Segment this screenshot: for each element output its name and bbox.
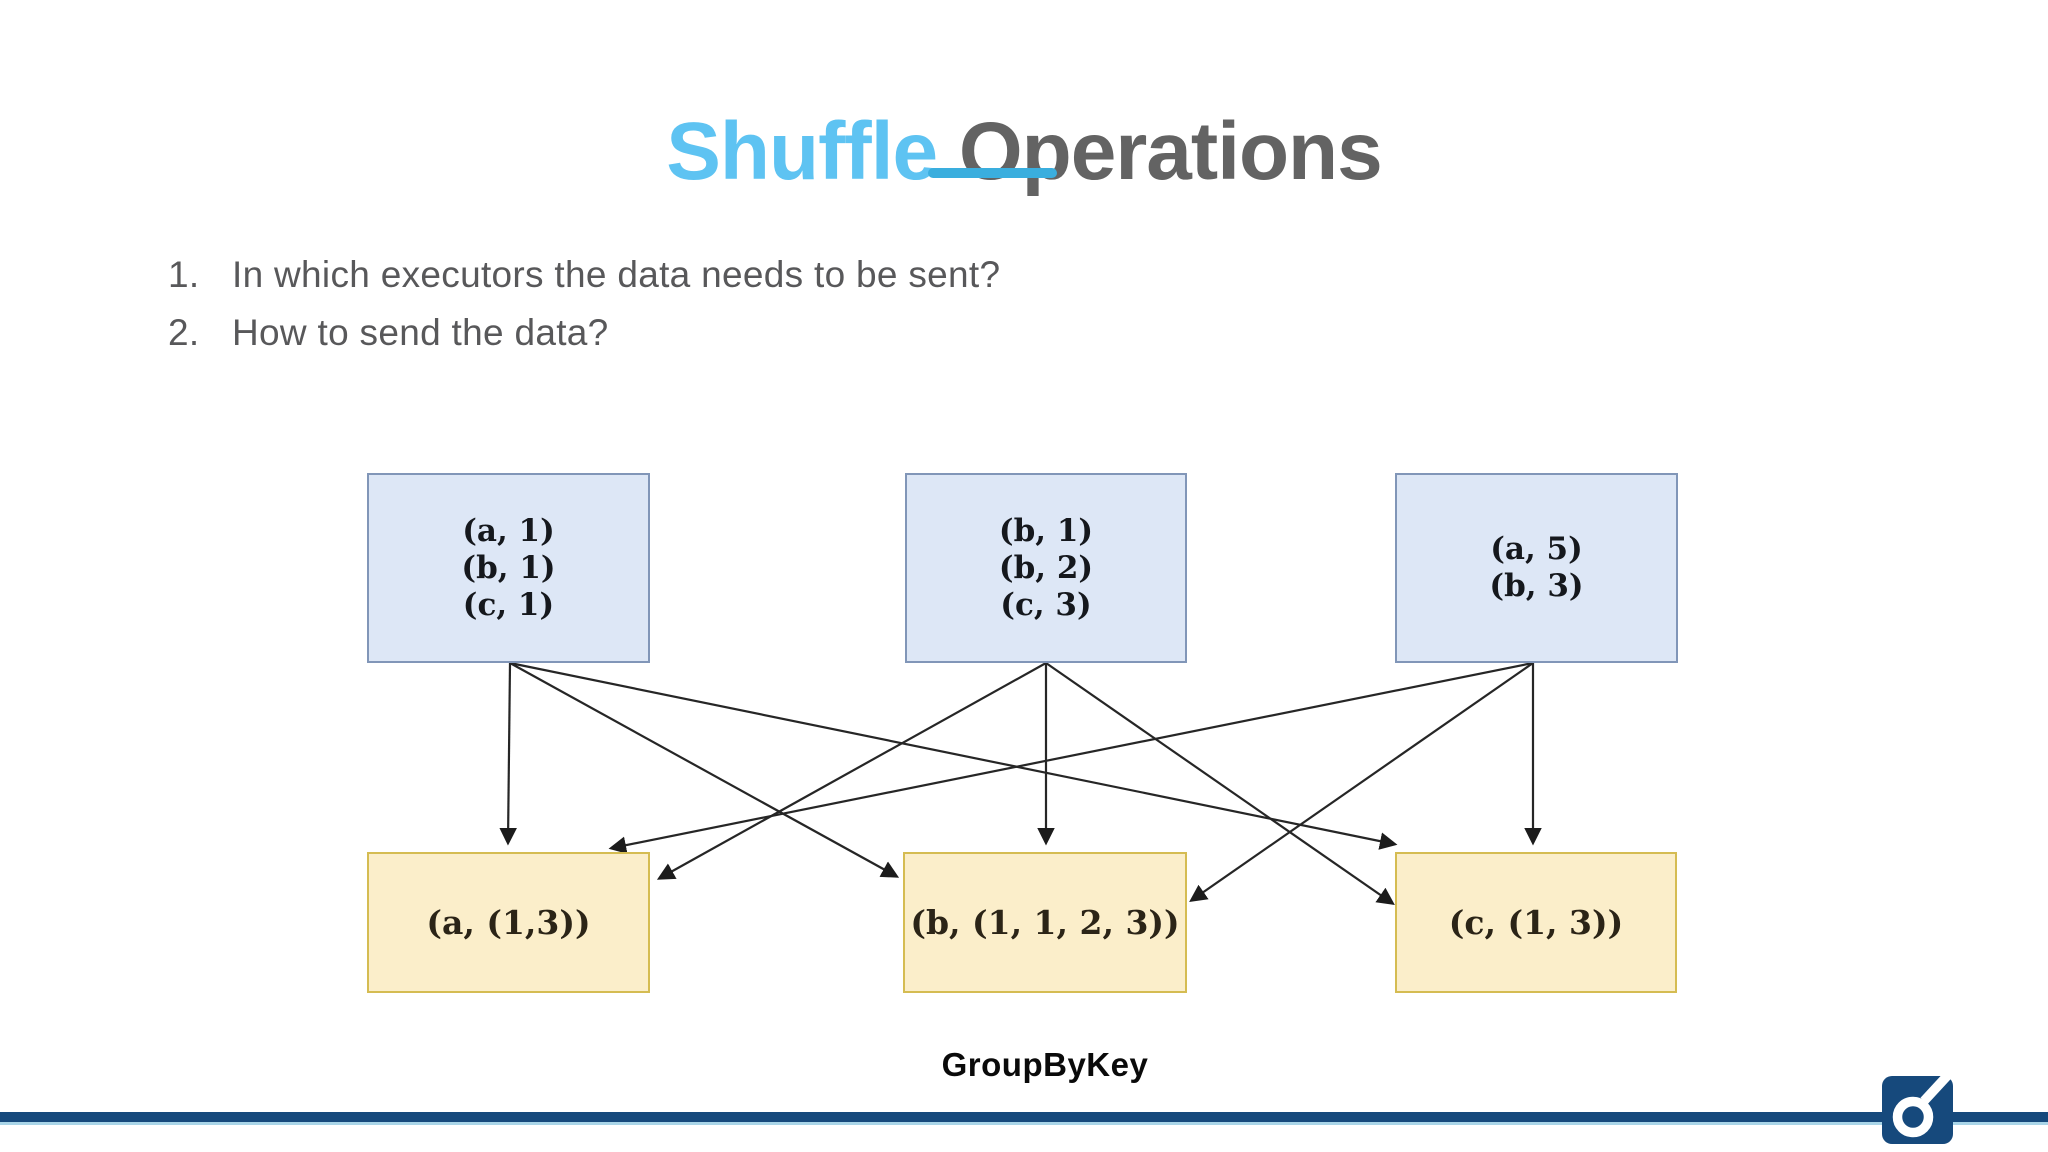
question-text: How to send the data? bbox=[232, 312, 609, 353]
record: (a, 5) bbox=[1490, 531, 1583, 567]
record: (b, 1) bbox=[998, 512, 1094, 549]
shuffle-arrow-executor-1-to-result-b bbox=[509, 662, 900, 878]
executor-box-2: (b, 1) (b, 2) (c, 3) bbox=[905, 473, 1187, 663]
executor-3-records: (a, 5) (b, 3) bbox=[1489, 531, 1583, 605]
question-number: 1. bbox=[168, 254, 200, 295]
footer-accent-line bbox=[0, 1122, 2048, 1125]
result-box-b: (b, (1, 1, 2, 3)) bbox=[903, 852, 1187, 993]
o-acute-logo-icon bbox=[1882, 1071, 1953, 1144]
title-underline-decoration bbox=[928, 168, 1057, 178]
executor-1-records: (a, 1) (b, 1) (c, 1) bbox=[461, 513, 555, 624]
record: (b, 1) bbox=[461, 549, 556, 586]
result-box-a: (a, (1,3)) bbox=[367, 852, 650, 993]
shuffle-arrow-executor-1-to-result-a bbox=[499, 662, 517, 846]
result-c-label: (c, (1, 3)) bbox=[1448, 903, 1624, 942]
title-rest: Operations bbox=[958, 105, 1383, 197]
question-text: In which executors the data needs to be … bbox=[232, 254, 1001, 295]
record: (c, 1) bbox=[462, 586, 555, 623]
record: (a, 1) bbox=[462, 512, 555, 549]
shuffle-arrow-executor-1-to-result-c bbox=[509, 661, 1398, 850]
executor-2-records: (b, 1) (b, 2) (c, 3) bbox=[999, 513, 1093, 624]
shuffle-arrow-executor-3-to-result-a bbox=[608, 661, 1534, 854]
diagram-caption: GroupByKey bbox=[941, 1046, 1149, 1083]
record: (b, 2) bbox=[998, 549, 1094, 586]
question-item-1: 1. In which executors the data needs to … bbox=[168, 246, 1000, 304]
result-a-label: (a, (1,3)) bbox=[426, 903, 591, 942]
question-list: 1. In which executors the data needs to … bbox=[168, 246, 1000, 362]
record: (c, 3) bbox=[1000, 586, 1092, 623]
page-title: Shuffle Operations bbox=[0, 105, 2048, 197]
result-box-c: (c, (1, 3)) bbox=[1395, 852, 1677, 993]
shuffle-arrow-executor-2-to-result-a bbox=[656, 662, 1047, 880]
executor-box-1: (a, 1) (b, 1) (c, 1) bbox=[367, 473, 650, 663]
result-b-label: (b, (1, 1, 2, 3)) bbox=[910, 903, 1180, 942]
executor-box-3: (a, 5) (b, 3) bbox=[1395, 473, 1678, 663]
question-number: 2. bbox=[168, 312, 200, 353]
question-item-2: 2. How to send the data? bbox=[168, 304, 1000, 362]
footer-bar bbox=[0, 1112, 2048, 1122]
record: (b, 3) bbox=[1489, 568, 1584, 604]
title-highlight: Shuffle bbox=[666, 105, 938, 197]
